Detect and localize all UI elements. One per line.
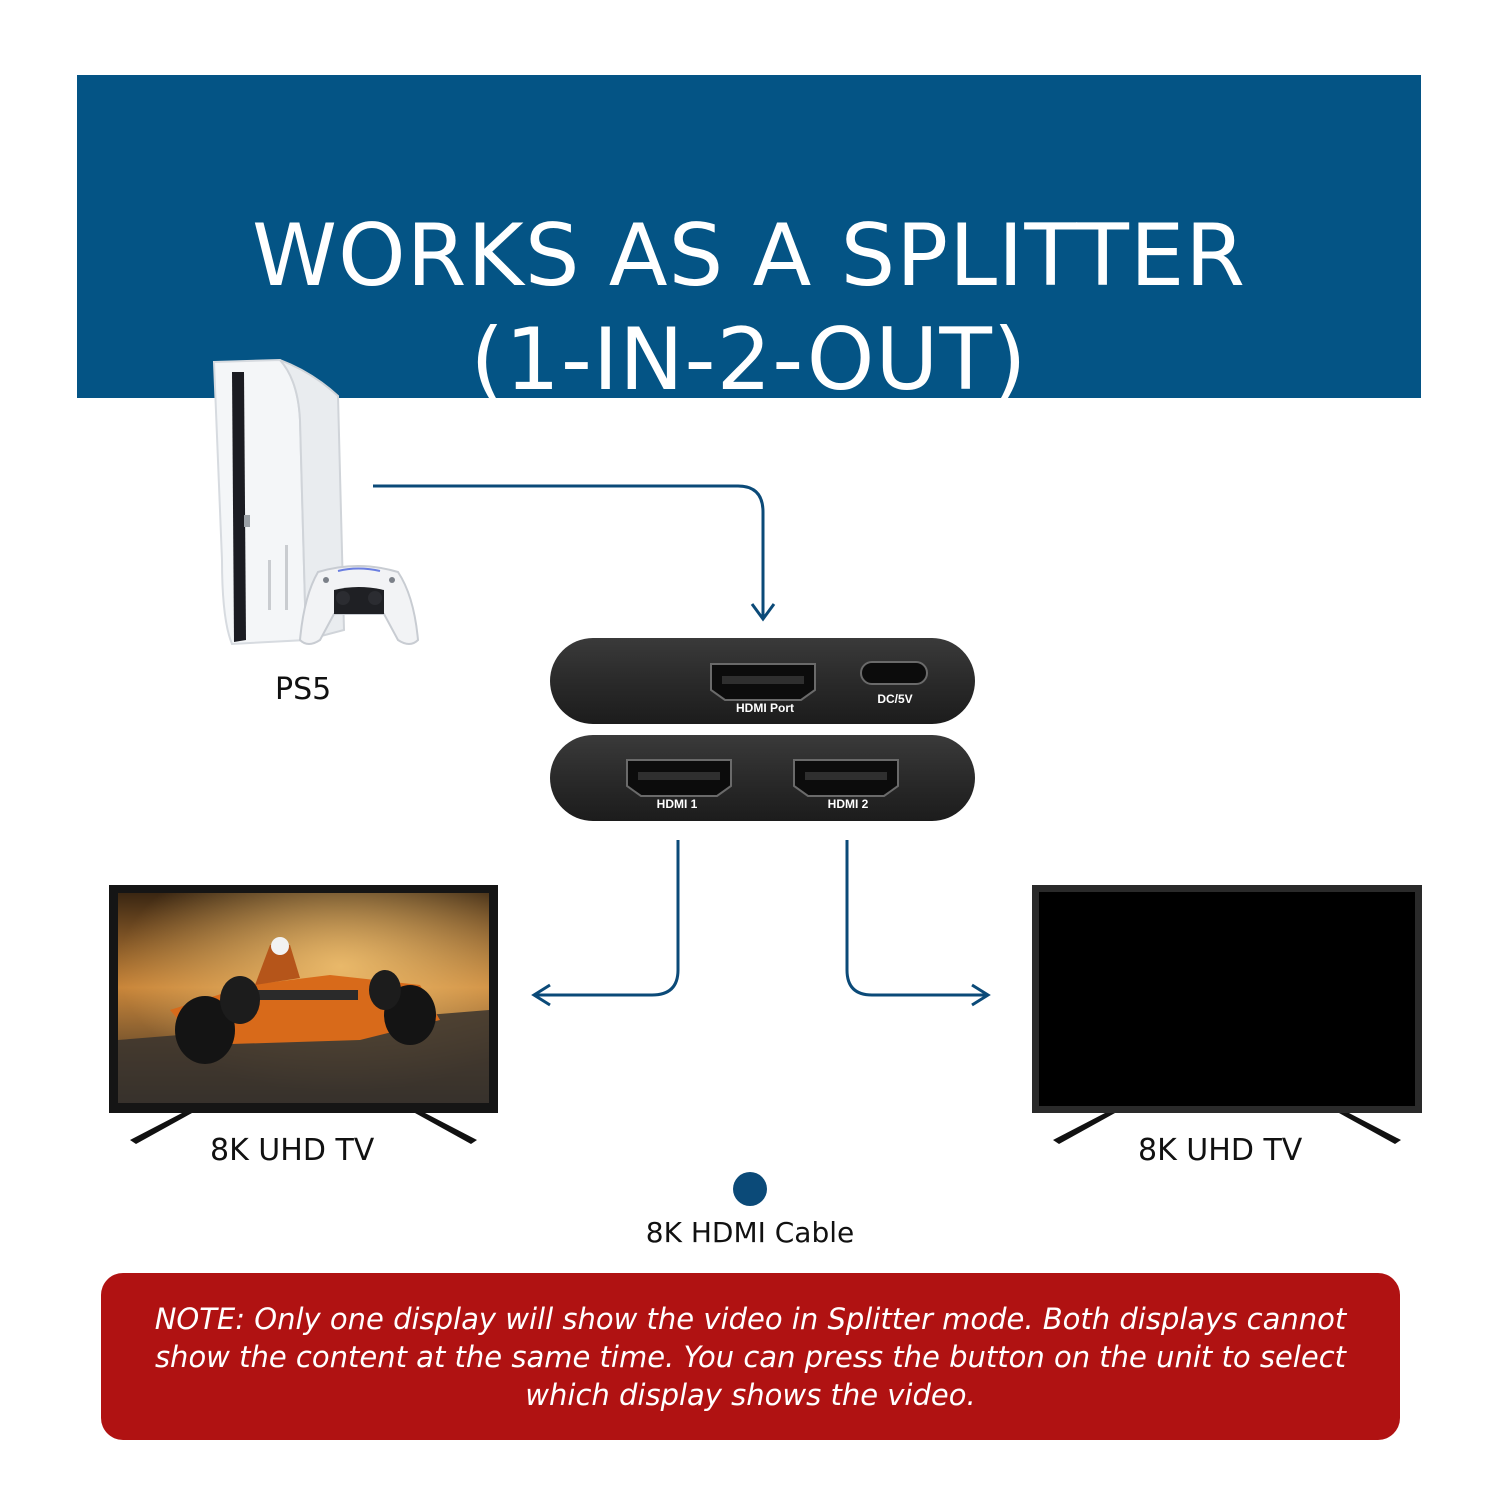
note-text: NOTE: Only one display will show the vid…: [154, 1301, 1347, 1412]
splitter-output-side: HDMI 1 HDMI 2: [550, 735, 975, 821]
hdmi-input-port-label: HDMI Port: [736, 701, 794, 715]
cable-legend-label: 8K HDMI Cable: [645, 1216, 855, 1249]
output-2-cable-arrow: [845, 840, 991, 1007]
tv-left-icon: [109, 885, 498, 1144]
usb-c-power-port-icon: [860, 661, 928, 685]
tv-right-icon: [1032, 885, 1422, 1144]
tv-right-screen: [1039, 892, 1415, 1106]
cable-legend-dot: [733, 1172, 767, 1206]
hdmi-output-2-label: HDMI 2: [828, 797, 869, 811]
page-title-line-1: WORKS AS A SPLITTER: [251, 206, 1247, 306]
race-car-icon: [170, 937, 440, 1064]
splitter-input-side: HDMI Port DC/5V: [550, 638, 975, 724]
header-banner: WORKS AS A SPLITTER (1-IN-2-OUT): [77, 75, 1421, 403]
hdmi-output-1-label: HDMI 1: [657, 797, 698, 811]
ps5-label: PS5: [275, 672, 332, 707]
output-1-cable-arrow: [531, 840, 680, 1007]
page-title-line-2: (1-IN-2-OUT): [470, 310, 1028, 410]
input-cable-arrow: [373, 484, 776, 622]
dualsense-controller-icon: [298, 565, 420, 645]
power-port-label: DC/5V: [877, 692, 912, 706]
note-box: NOTE: Only one display will show the vid…: [101, 1273, 1400, 1440]
tv-right-label: 8K UHD TV: [1138, 1133, 1303, 1168]
tv-left-label: 8K UHD TV: [210, 1133, 375, 1168]
